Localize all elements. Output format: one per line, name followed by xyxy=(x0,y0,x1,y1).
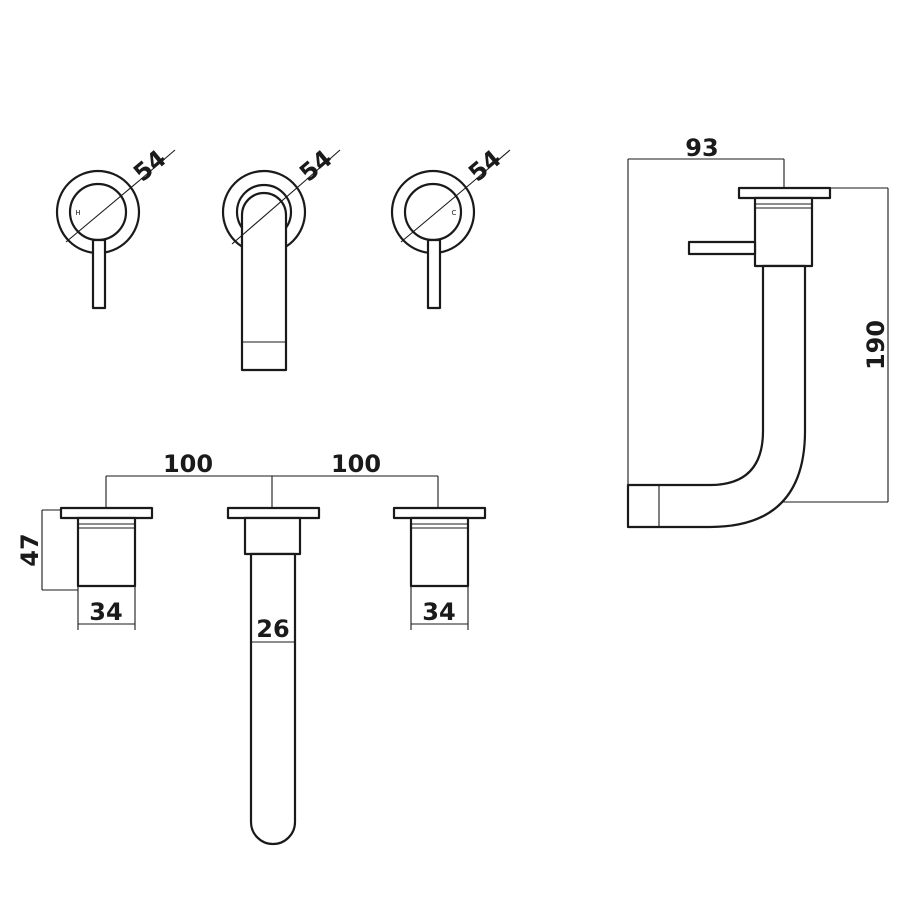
left-handle-diameter-label: 54 xyxy=(128,144,172,187)
spacing-right-label: 100 xyxy=(331,450,381,478)
right-handle-diameter-line xyxy=(400,179,476,243)
side-valve-body xyxy=(753,196,814,268)
spout-front: 54 xyxy=(221,144,341,372)
spout-diameter-label: 54 xyxy=(294,144,338,187)
spout-leader xyxy=(305,149,341,181)
left-handle-leader xyxy=(139,149,176,181)
spout-width-label: 26 xyxy=(256,615,289,643)
left-valve-plate xyxy=(59,506,154,520)
hot-mark: H xyxy=(75,209,80,217)
projection-label: 93 xyxy=(685,134,718,162)
left-handle-lever xyxy=(91,238,107,310)
spout-body-front xyxy=(240,191,288,372)
side-spout-pipe xyxy=(626,264,807,529)
right-valve-top: 34 xyxy=(392,506,487,630)
right-handle-leader xyxy=(474,149,511,181)
right-valve-body xyxy=(409,516,470,588)
side-lever xyxy=(687,240,757,256)
spout-body-top xyxy=(249,552,297,846)
right-valve-width-label: 34 xyxy=(422,598,455,626)
side-top-plate xyxy=(737,186,832,200)
left-handle-front: 54 H xyxy=(55,144,176,310)
valve-depth-label: 47 xyxy=(16,533,44,566)
cold-mark: C xyxy=(452,209,457,217)
left-handle-diameter-line xyxy=(65,179,141,243)
left-valve-body xyxy=(76,516,137,588)
spacing-dimension: 100 100 xyxy=(105,450,439,508)
spout-top: 26 xyxy=(226,506,321,846)
spacing-left-label: 100 xyxy=(163,450,213,478)
right-handle-front: 54 C xyxy=(390,144,511,310)
left-valve-width-label: 34 xyxy=(89,598,122,626)
front-view: 54 H 54 54 C xyxy=(55,144,511,372)
spout-plate-top xyxy=(226,506,321,520)
right-handle-lever xyxy=(426,238,442,310)
spout-diameter-line xyxy=(231,179,307,245)
height-label: 190 xyxy=(862,320,890,370)
left-valve-top: 47 34 xyxy=(16,506,154,630)
top-view: 100 100 47 34 26 xyxy=(16,450,487,846)
side-view: 93 190 xyxy=(626,134,890,529)
spout-collar-top xyxy=(243,516,302,556)
right-valve-plate xyxy=(392,506,487,520)
right-handle-diameter-label: 54 xyxy=(463,144,507,187)
